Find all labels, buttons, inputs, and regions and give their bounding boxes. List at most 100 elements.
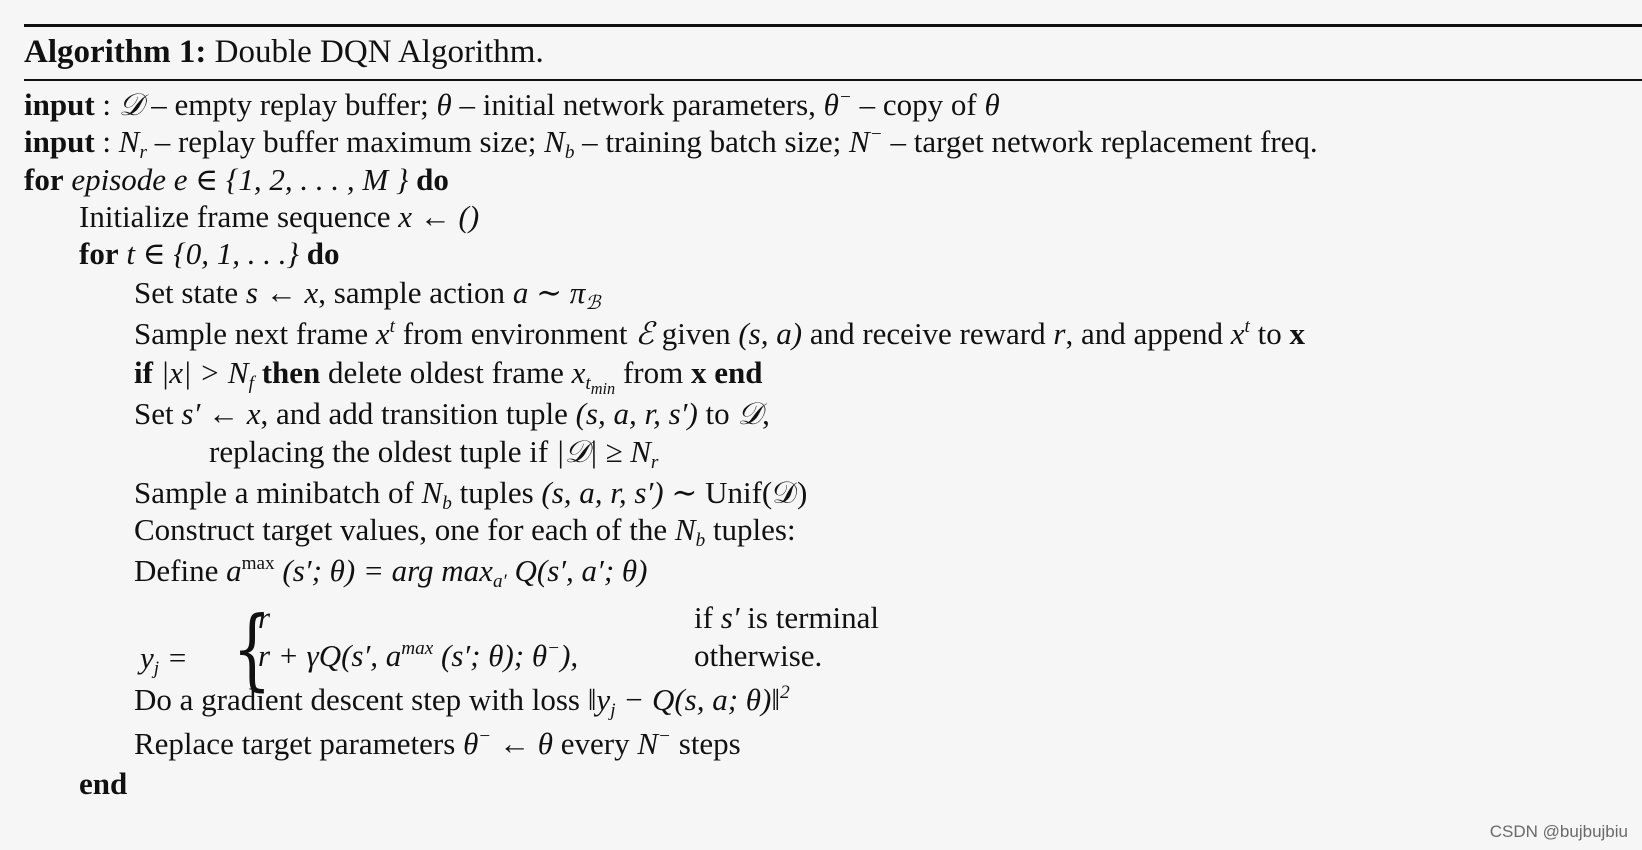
text: – target network replacement freq.: [882, 124, 1318, 159]
N: N: [637, 726, 659, 761]
text: to: [1249, 316, 1290, 351]
math-Nminus: N−: [849, 124, 883, 159]
math-action: a ∼ πℬ: [512, 275, 601, 315]
replacing-line: replacing the oldest tuple if |𝒟| ≥ Nr: [209, 434, 658, 473]
a-pi: a ∼ π: [512, 275, 586, 310]
case1-condition: if s′ is terminal: [694, 600, 879, 636]
q-expr: Q(s′, a′; θ): [506, 553, 648, 588]
text: delete oldest frame: [320, 355, 572, 390]
text: ,: [762, 396, 770, 431]
text: , sample action: [318, 275, 513, 310]
algorithm-title: Algorithm 1: Double DQN Algorithm.: [24, 32, 544, 72]
text: every: [553, 726, 638, 761]
for-episode-line: for episode e ∈ {1, 2, . . . , M } do: [24, 163, 449, 197]
text: , and append: [1065, 316, 1231, 351]
y: y: [140, 640, 154, 675]
case2-condition: otherwise.: [694, 638, 823, 673]
cond: |𝒟| ≥ N: [555, 434, 651, 469]
text: Set state: [134, 275, 246, 310]
math-D: 𝒟: [118, 87, 144, 123]
text: – initial network parameters,: [451, 87, 824, 122]
for-t-line: for t ∈ {0, 1, . . .} do: [79, 237, 339, 271]
top-rule: [24, 24, 1642, 27]
math-Nminus: N−: [637, 726, 671, 761]
for-keyword: for: [79, 236, 119, 271]
text: given: [653, 316, 739, 351]
case2-value: r + γQ(s′, amax (s′; θ); θ−),: [258, 638, 579, 673]
assign: ← θ: [491, 726, 553, 761]
set-state-line: Set state s ← x, sample action a ∼ πℬ: [134, 275, 601, 315]
expr: r + γQ(s′, a: [258, 638, 402, 673]
text: Sample next frame: [134, 316, 376, 351]
input-keyword: input: [24, 124, 95, 159]
math-Nr: Nr: [118, 124, 147, 164]
theta: θ: [823, 87, 839, 122]
theta: θ: [463, 726, 479, 761]
text: tuples:: [705, 512, 796, 547]
text: to: [697, 396, 738, 431]
text: – empty replay buffer;: [143, 87, 437, 122]
math-Nb: Nb: [674, 512, 706, 552]
input-line-1: input : 𝒟 – empty replay buffer; θ – ini…: [24, 87, 1000, 123]
math-x-bold: x: [1289, 316, 1305, 351]
math-loss: ‖yj − Q(s, a; θ)‖2: [587, 682, 790, 722]
math-theta: θ: [436, 87, 452, 122]
N: N: [849, 124, 870, 159]
then-keyword: then: [253, 355, 321, 390]
text: – copy of: [851, 87, 985, 122]
math-theta-update: θ− ← θ: [463, 726, 553, 761]
algorithm-label: Algorithm 1:: [24, 34, 207, 70]
math-xtmin: xtmin: [571, 355, 616, 399]
math-xt: xt: [1230, 316, 1250, 351]
math-sample: (s, a, r, s′) ∼: [541, 475, 706, 510]
max-superscript: max: [241, 553, 275, 575]
text: Initialize frame sequence: [79, 199, 399, 234]
case-lhs: yj =: [140, 640, 188, 680]
math-state: s ← x: [245, 275, 319, 310]
math-episode-set: e ∈ {1, 2, . . . , M }: [166, 162, 409, 197]
text: steps: [671, 726, 741, 761]
if-line: if |x| > Nf then delete oldest frame xtm…: [134, 355, 762, 399]
text: Sample a minibatch of: [134, 475, 422, 510]
argmax: (s′; θ) = arg max: [274, 553, 493, 588]
if-keyword: if: [134, 355, 153, 390]
math-condition: |x| > Nf: [152, 355, 254, 395]
math-r: r: [1053, 316, 1066, 351]
text: tuples: [451, 475, 542, 510]
math-argmax: (s′; θ) = arg maxa′ Q(s′, a′; θ): [274, 553, 648, 593]
text: , and add transition tuple: [260, 396, 576, 431]
math-tuple: (s, a, r, s′): [575, 396, 698, 431]
text: – replay buffer maximum size;: [146, 124, 545, 159]
replace-line: Replace target parameters θ− ← θ every N…: [134, 727, 741, 761]
math-a: a: [226, 553, 242, 588]
cond: |x| > N: [152, 355, 249, 390]
sample-next-frame-line: Sample next frame xt from environment ℰ …: [134, 316, 1305, 352]
header-rule: [24, 79, 1642, 81]
define-line: Define amax (s′; θ) = arg maxa′ Q(s′, a′…: [134, 553, 648, 593]
episode-word: episode: [71, 162, 167, 197]
math-Nb: Nb: [421, 475, 452, 515]
gradient-line: Do a gradient descent step with loss ‖yj…: [134, 682, 790, 722]
math-D: 𝒟: [737, 396, 763, 432]
text: Construct target values, one for each of…: [134, 512, 675, 547]
text: is terminal: [739, 600, 880, 635]
text: Set: [134, 396, 182, 431]
max-superscript: max: [401, 638, 434, 660]
text: and receive reward: [802, 316, 1054, 351]
text: :: [94, 124, 119, 159]
end-keyword: end: [79, 766, 128, 801]
math-init: x ← (): [398, 199, 480, 234]
N: N: [118, 124, 140, 159]
do-keyword: do: [306, 236, 340, 271]
text: if: [694, 600, 721, 635]
input-line-2: input : Nr – replay buffer maximum size;…: [24, 124, 1318, 164]
construct-line: Construct target values, one for each of…: [134, 512, 796, 552]
N: N: [544, 124, 565, 159]
math-x-bold: x: [690, 355, 707, 390]
math-theta: θ: [984, 87, 1000, 122]
left-brace: {: [232, 597, 272, 700]
case1-value: r: [258, 600, 271, 635]
math-theta-minus: θ−: [823, 87, 852, 122]
math-s-prime: s′: [720, 600, 740, 635]
watermark: CSDN @bujbujbiu: [1489, 822, 1628, 841]
